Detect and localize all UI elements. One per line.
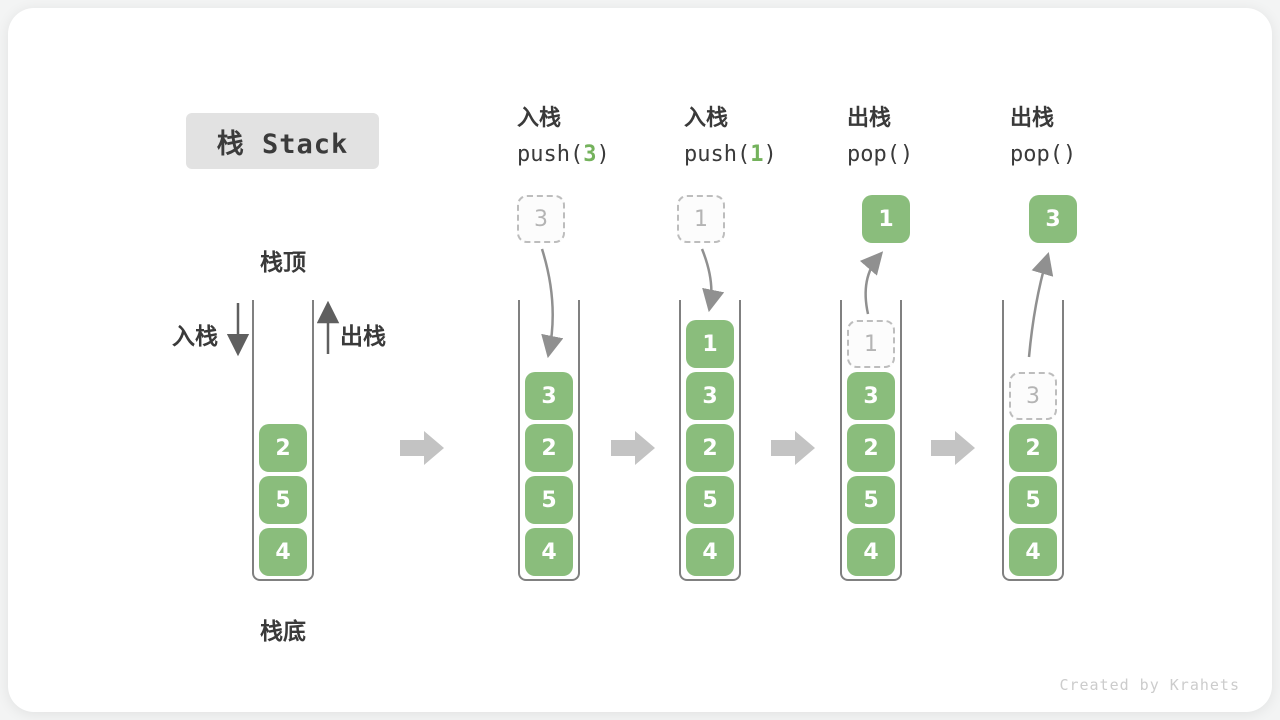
stack-cell: 4 xyxy=(1009,528,1057,576)
pop-second-zh-label: 出栈 xyxy=(1010,106,1055,131)
stack-cell: 4 xyxy=(847,528,895,576)
stack-frame-push-1 xyxy=(679,300,741,581)
col-header-pop-first: 出栈 pop() xyxy=(847,106,913,168)
popped-value-box: 3 xyxy=(1029,195,1077,243)
stack-cell: 4 xyxy=(259,528,307,576)
diagram-title: 栈 Stack xyxy=(186,113,379,169)
incoming-value-box: 3 xyxy=(517,195,565,243)
stack-frame-push-3 xyxy=(518,300,580,581)
push-1-op-label: push(1) xyxy=(684,142,777,167)
push-3-op-label: push(3) xyxy=(517,142,610,167)
stack-cell: 5 xyxy=(525,476,573,524)
col-header-pop-second: 出栈 pop() xyxy=(1010,106,1076,168)
stack-cell: 3 xyxy=(847,372,895,420)
pop-first-zh-label: 出栈 xyxy=(847,106,892,131)
stack-top-label: 栈顶 xyxy=(260,250,306,276)
pop-side-label: 出栈 xyxy=(340,324,386,350)
stack-cell: 2 xyxy=(1009,424,1057,472)
removed-slot-box: 1 xyxy=(847,320,895,368)
stack-cell: 5 xyxy=(1009,476,1057,524)
stack-cell: 2 xyxy=(525,424,573,472)
push-3-zh-label: 入栈 xyxy=(517,106,562,131)
col-header-push-3: 入栈 push(3) xyxy=(517,106,610,168)
diagram-title-text: 栈 Stack xyxy=(216,128,349,160)
stack-cell: 5 xyxy=(847,476,895,524)
stack-frame-pop-first xyxy=(840,300,902,581)
col-header-push-1: 入栈 push(1) xyxy=(684,106,777,168)
stack-cell: 3 xyxy=(525,372,573,420)
stack-cell: 4 xyxy=(525,528,573,576)
stack-frame-pop-second xyxy=(1002,300,1064,581)
pop-second-op-label: pop() xyxy=(1010,142,1077,167)
stack-cell: 2 xyxy=(686,424,734,472)
popped-value-box: 1 xyxy=(862,195,910,243)
pop-first-op-label: pop() xyxy=(847,142,914,167)
push-1-zh-label: 入栈 xyxy=(684,106,729,131)
stack-cell: 2 xyxy=(847,424,895,472)
stack-bottom-label: 栈底 xyxy=(260,619,306,645)
push-side-label: 入栈 xyxy=(172,324,218,350)
stack-cell: 2 xyxy=(259,424,307,472)
stack-cell: 5 xyxy=(686,476,734,524)
stack-cell: 4 xyxy=(686,528,734,576)
watermark: Created by Krahets xyxy=(1059,676,1240,694)
stack-cell: 5 xyxy=(259,476,307,524)
stack-frame-initial xyxy=(252,300,314,581)
incoming-value-box: 1 xyxy=(677,195,725,243)
removed-slot-box: 3 xyxy=(1009,372,1057,420)
stack-cell: 1 xyxy=(686,320,734,368)
stack-cell: 3 xyxy=(686,372,734,420)
